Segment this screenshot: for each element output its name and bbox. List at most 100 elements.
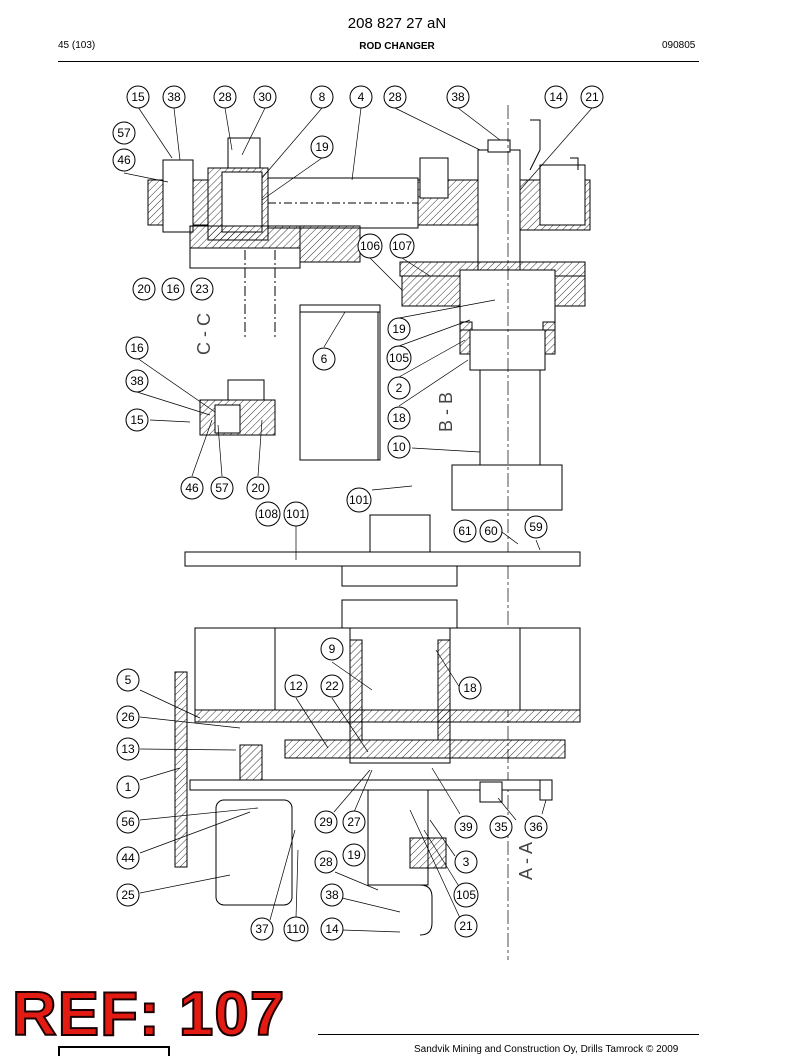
callout-15-detail: 15 [125, 408, 149, 432]
svg-text:60: 60 [484, 524, 498, 538]
svg-text:5: 5 [125, 673, 132, 687]
callout-19-lower: 19 [342, 843, 366, 867]
callout-38-detail: 38 [125, 369, 149, 393]
callout-27: 27 [342, 810, 366, 834]
svg-text:39: 39 [459, 820, 473, 834]
svg-text:19: 19 [347, 848, 361, 862]
callout-106: 106 [357, 233, 383, 259]
svg-text:61: 61 [458, 524, 472, 538]
callout-5: 5 [116, 668, 140, 692]
callout-2: 2 [387, 376, 411, 400]
callout-18-mid: 18 [387, 406, 411, 430]
svg-text:28: 28 [218, 90, 232, 104]
section-label-c-c: C - C [194, 313, 214, 355]
svg-text:25: 25 [121, 888, 135, 902]
callout-4: 4 [349, 85, 373, 109]
svg-text:108: 108 [258, 507, 278, 521]
callout-110: 110 [283, 916, 309, 942]
callout-101-right: 101 [346, 487, 372, 513]
callout-26: 26 [116, 705, 140, 729]
svg-text:59: 59 [529, 520, 543, 534]
rotary-shaft-top [477, 149, 521, 271]
svg-text:12: 12 [289, 679, 303, 693]
callout-18-lower: 18 [458, 676, 482, 700]
svg-text:14: 14 [549, 90, 563, 104]
callout-10: 10 [387, 435, 411, 459]
svg-text:105: 105 [389, 351, 409, 365]
callout-16-top: 16 [161, 277, 185, 301]
callout-22: 22 [320, 674, 344, 698]
svg-text:46: 46 [117, 153, 131, 167]
svg-text:2: 2 [396, 381, 403, 395]
svg-text:107: 107 [392, 239, 412, 253]
svg-text:57: 57 [117, 126, 131, 140]
svg-text:3: 3 [463, 855, 470, 869]
callout-56: 56 [116, 810, 140, 834]
svg-text:37: 37 [255, 922, 269, 936]
callout-105-lower: 105 [453, 882, 479, 908]
callout-25: 25 [116, 883, 140, 907]
callout-35: 35 [489, 815, 513, 839]
callout-38-top: 38 [162, 85, 186, 109]
callout-8: 8 [310, 85, 334, 109]
callout-19-top: 19 [310, 135, 334, 159]
page-reference: 45 (103) [58, 40, 96, 51]
callout-46-detail: 46 [180, 476, 204, 500]
svg-text:29: 29 [319, 815, 333, 829]
svg-text:38: 38 [451, 90, 465, 104]
svg-text:56: 56 [121, 815, 135, 829]
svg-text:9: 9 [329, 642, 336, 656]
svg-text:21: 21 [459, 919, 473, 933]
reference-stamp: REF: 107 [11, 980, 286, 1049]
callout-1: 1 [116, 775, 140, 799]
svg-text:101: 101 [286, 507, 306, 521]
svg-text:16: 16 [166, 282, 180, 296]
svg-text:28: 28 [388, 90, 402, 104]
footer-copyright: Sandvik Mining and Construction Oy, Dril… [414, 1044, 679, 1055]
callout-13: 13 [116, 737, 140, 761]
callout-20-detail: 20 [246, 476, 270, 500]
section-label-b-b: B - B [436, 392, 456, 432]
section-title: ROD CHANGER [359, 41, 435, 52]
svg-text:13: 13 [121, 742, 135, 756]
callout-28-lower: 28 [314, 850, 338, 874]
callout-38-top-right: 38 [446, 85, 470, 109]
callout-9: 9 [320, 637, 344, 661]
svg-text:22: 22 [325, 679, 339, 693]
svg-text:20: 20 [251, 481, 265, 495]
svg-text:28: 28 [319, 855, 333, 869]
callout-57-top: 57 [112, 121, 136, 145]
svg-text:106: 106 [360, 239, 380, 253]
mounting-plate [184, 551, 581, 567]
callout-29: 29 [314, 810, 338, 834]
callout-46-top: 46 [112, 148, 136, 172]
section-labels: C - C B - B A - A [194, 313, 536, 880]
svg-text:110: 110 [286, 922, 305, 936]
callout-14-top: 14 [544, 85, 568, 109]
svg-text:44: 44 [121, 851, 135, 865]
svg-text:26: 26 [121, 710, 135, 724]
svg-text:23: 23 [195, 282, 209, 296]
leader-lines [123, 106, 593, 933]
svg-text:10: 10 [392, 440, 406, 454]
svg-text:21: 21 [585, 90, 599, 104]
callout-59: 59 [524, 515, 548, 539]
svg-text:27: 27 [347, 815, 361, 829]
callout-105-mid: 105 [386, 345, 412, 371]
svg-text:19: 19 [315, 140, 329, 154]
callout-57-detail: 57 [210, 476, 234, 500]
callout-6: 6 [312, 347, 336, 371]
svg-text:30: 30 [258, 90, 272, 104]
svg-text:38: 38 [325, 888, 339, 902]
callout-30: 30 [253, 85, 277, 109]
svg-text:35: 35 [494, 820, 508, 834]
document-number: 208 827 27 aN [347, 15, 447, 32]
callout-28-top: 28 [213, 85, 237, 109]
svg-text:15: 15 [131, 90, 145, 104]
part-callouts: 15 38 28 30 8 4 28 38 14 21 57 46 19 106… [112, 85, 604, 942]
callout-21-lower: 21 [454, 914, 478, 938]
callout-21-top: 21 [580, 85, 604, 109]
callout-28-top-right: 28 [383, 85, 407, 109]
svg-text:16: 16 [130, 341, 144, 355]
